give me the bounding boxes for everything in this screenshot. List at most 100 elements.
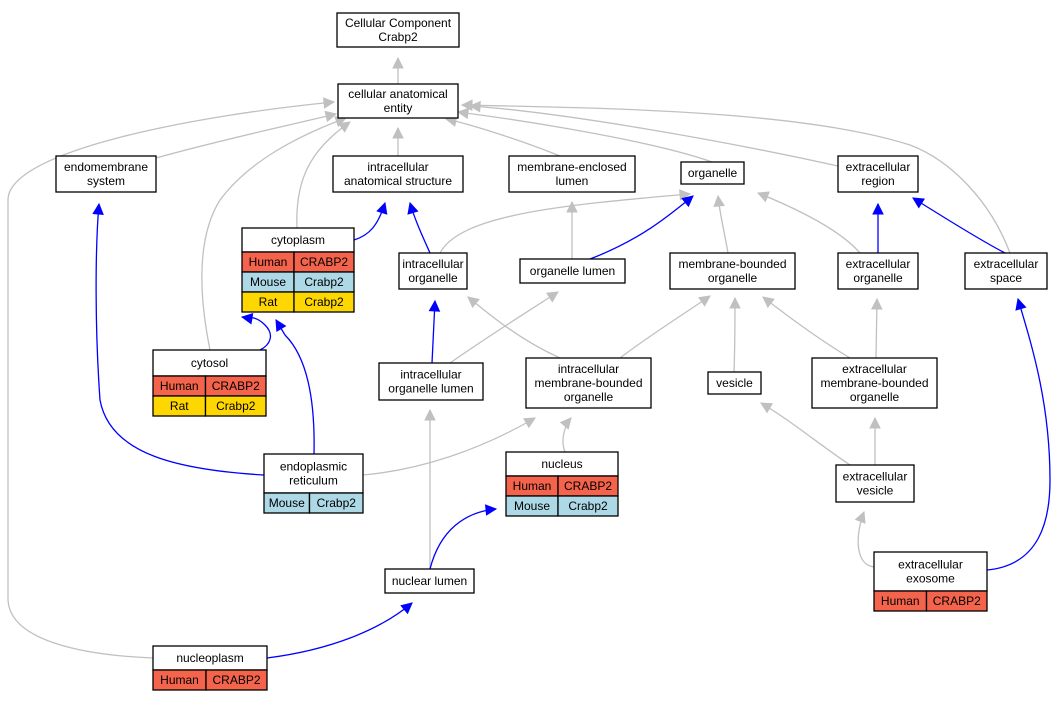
node-label: cytosol	[191, 356, 228, 370]
edge-membrane-enclosed-lumen-to-cellular-anatomical-entity	[444, 115, 561, 157]
node-label: cytoplasm	[271, 233, 325, 247]
gene-label: CRABP2	[212, 379, 260, 393]
node-box	[55, 155, 157, 193]
node-label: intracellular	[558, 362, 619, 376]
edge-nucleoplasm-to-cellular-anatomical-entity	[7, 97, 336, 659]
node-label: endomembrane	[64, 160, 148, 174]
node-label: anatomical structure	[344, 174, 452, 188]
arrowhead-icon	[484, 504, 498, 516]
node-vesicle[interactable]: vesicle	[707, 371, 762, 395]
arrowhead-icon	[324, 110, 338, 123]
node-label: reticulum	[289, 474, 338, 488]
node-label: endoplasmic	[280, 460, 347, 474]
arrowhead-icon	[240, 312, 254, 325]
node-box	[384, 568, 475, 594]
edge-nucleoplasm-to-nuclear-lumen	[266, 602, 413, 659]
edge-cytosol-to-cytoplasm	[240, 312, 272, 351]
node-label: extracellular	[846, 257, 911, 271]
edge-extracellular-exosome-to-extracellular-space	[986, 297, 1051, 571]
arrowhead-icon	[872, 202, 884, 215]
edge-intracellular-organelle-to-intracellular-anatomical-structure	[407, 201, 431, 254]
edge-extracellular-vesicle-to-extracellular-membrane-bounded-organelle	[869, 416, 881, 465]
node-label: organelle	[408, 271, 458, 285]
node-label: membrane-bounded	[820, 376, 928, 390]
arrowhead-icon	[322, 97, 336, 109]
node-label: cellular anatomical	[348, 87, 447, 101]
edge-intracellular-organelle-to-organelle	[439, 189, 692, 254]
node-label: space	[990, 271, 1022, 285]
gene-label: CRABP2	[212, 673, 260, 687]
gene-label: Crabp2	[304, 295, 344, 309]
node-label: extracellular	[974, 257, 1039, 271]
arrowhead-icon	[407, 201, 419, 215]
edge-extracellular-space-to-cellular-anatomical-entity	[460, 99, 1011, 254]
species-label: Mouse	[250, 275, 286, 289]
node-box	[525, 357, 652, 409]
node-organelle-lumen[interactable]: organelle lumen	[519, 258, 626, 284]
node-box	[337, 83, 459, 119]
edge-organelle-to-cellular-anatomical-entity	[456, 107, 713, 163]
edge-nuclear-lumen-to-intracellular-organelle-lumen	[424, 408, 436, 569]
node-box	[332, 155, 464, 193]
node-label: intracellular	[400, 368, 461, 382]
arrowhead-icon	[1015, 297, 1027, 311]
arrowhead-icon	[729, 296, 741, 309]
gene-label: Crabp2	[304, 275, 344, 289]
gene-cell	[204, 395, 267, 417]
node-label: vesicle	[857, 484, 894, 498]
node-nuclear-lumen[interactable]: nuclear lumen	[384, 568, 475, 594]
node-label: Cellular Component	[345, 16, 452, 30]
arrowhead-icon	[756, 191, 770, 203]
arrowhead-icon	[424, 408, 436, 421]
node-box	[263, 453, 364, 494]
node-box	[837, 155, 919, 193]
species-label: Mouse	[269, 496, 305, 510]
arrowhead-icon	[275, 319, 287, 332]
node-label: nucleoplasm	[176, 651, 243, 665]
node-organelle[interactable]: organelle	[680, 161, 745, 185]
node-label: organelle	[853, 271, 903, 285]
node-box	[241, 227, 355, 253]
node-box	[707, 371, 762, 395]
arrowhead-icon	[566, 200, 578, 213]
node-box	[378, 362, 484, 401]
edge-endomembrane-system-to-cellular-anatomical-entity	[155, 110, 338, 159]
edge-extracellular-exosome-to-extracellular-vesicle	[854, 510, 875, 568]
edge-extracellular-space-to-extracellular-region	[912, 197, 1006, 254]
arrowhead-icon	[760, 402, 773, 414]
ortholog-row: Mouse Crabp2	[241, 271, 355, 293]
edge-layer	[7, 56, 1051, 659]
edge-extracellular-vesicle-to-vesicle	[760, 402, 851, 466]
edge-extracellular-region-to-cellular-anatomical-entity	[468, 100, 839, 167]
edge-extracellular-membrane-bounded-organelle-to-membrane-bounded-organelle	[762, 296, 851, 359]
edge-cytoplasm-to-intracellular-anatomical-structure	[353, 201, 388, 241]
node-label: region	[861, 174, 894, 188]
edge-extracellular-organelle-to-extracellular-region	[872, 202, 884, 253]
edge-intracellular-organelle-lumen-to-organelle-lumen	[449, 291, 559, 364]
edge-intracellular-membrane-bounded-organelle-to-membrane-bounded-organelle	[619, 295, 711, 359]
